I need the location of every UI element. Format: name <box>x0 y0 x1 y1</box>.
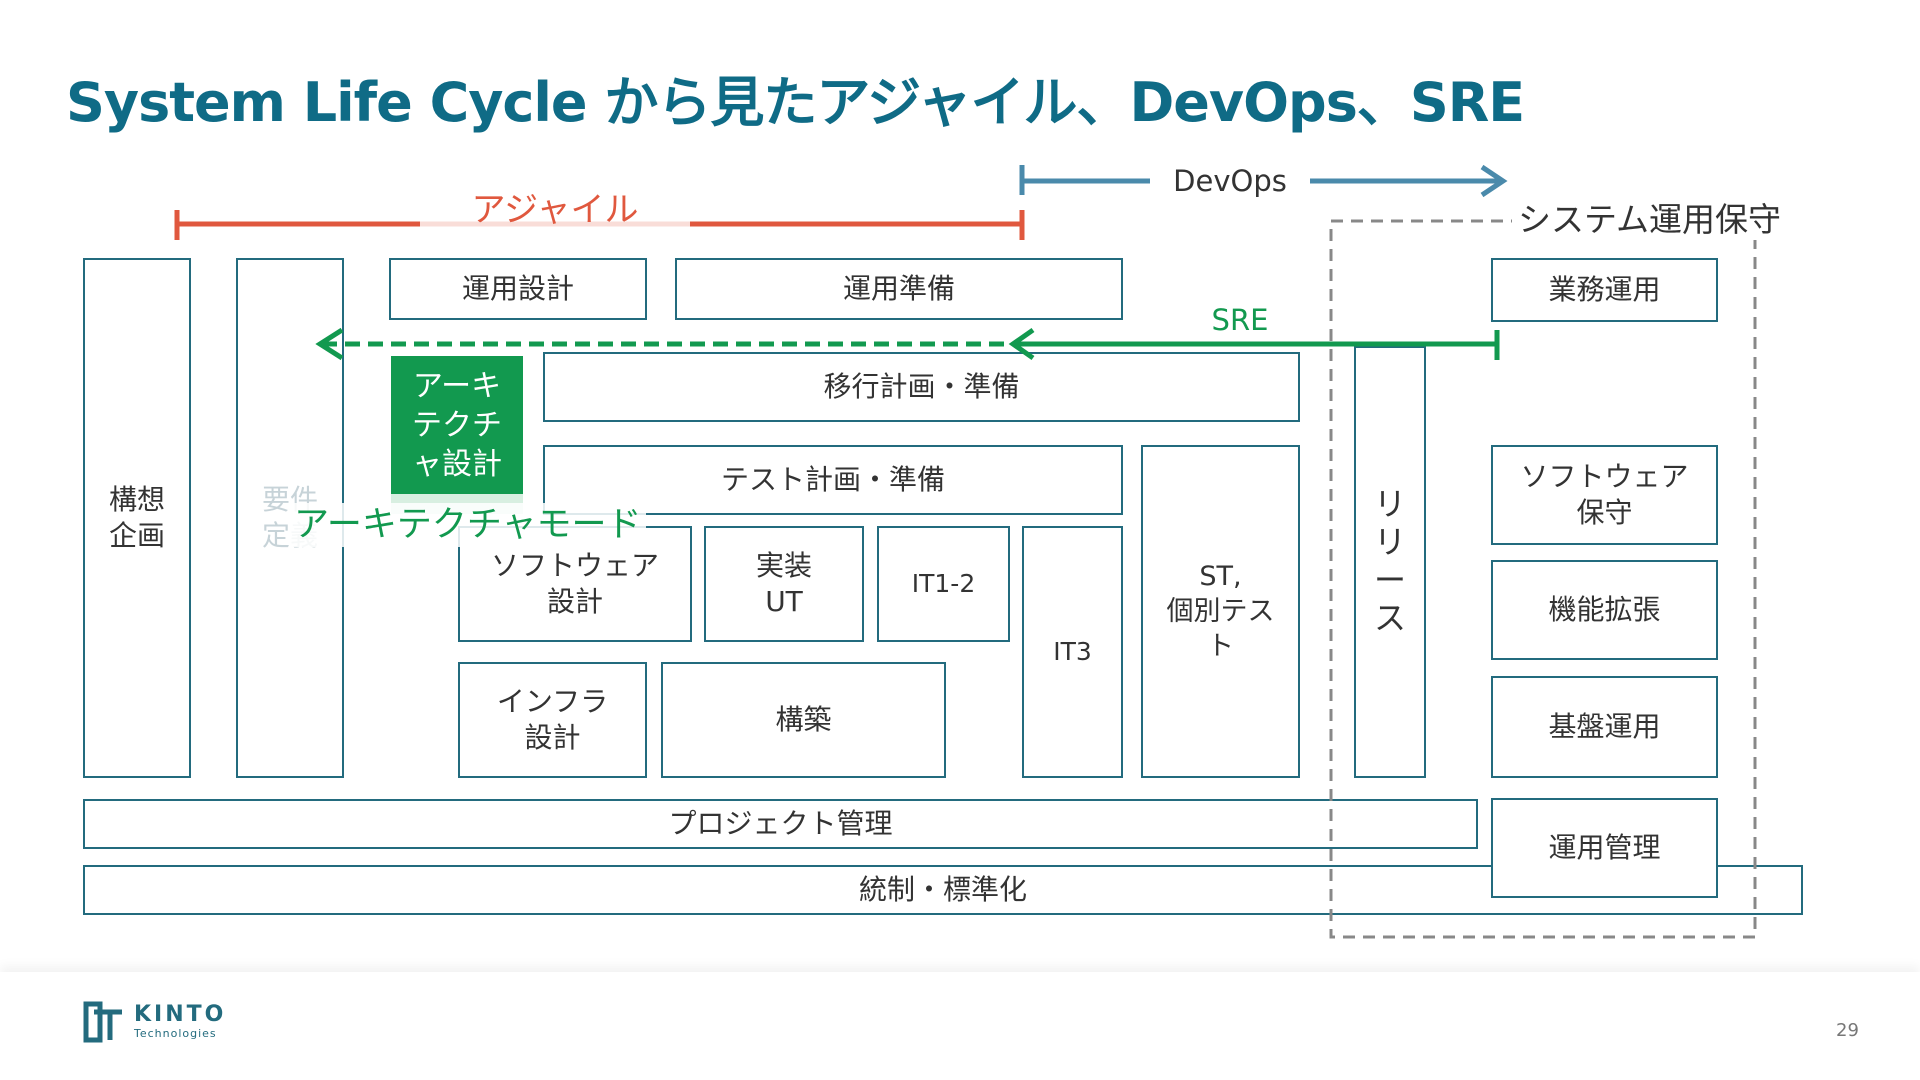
slide-title: System Life Cycle から見たアジャイル、DevOps、SRE <box>66 71 1525 134</box>
box-it3: IT3 <box>1022 526 1123 778</box>
release-label: リ リ ー ス <box>1373 485 1406 637</box>
box-business-ops: 業務運用 <box>1491 258 1718 322</box>
sre-label: SRE <box>1211 303 1269 337</box>
agile-label: アジャイル <box>420 190 690 230</box>
box-feature-extension: 機能拡張 <box>1491 560 1718 660</box>
footer-band <box>0 972 1920 1080</box>
architecture-mode-label: アーキテクチャモード <box>290 503 646 547</box>
page-number: 29 <box>1836 1020 1859 1041</box>
sre-arrowhead-solid <box>1008 327 1035 361</box>
box-project-management: プロジェクト管理 <box>83 799 1478 849</box>
box-build: 構築 <box>661 662 946 778</box>
box-ops-management: 運用管理 <box>1491 798 1718 898</box>
box-infra-ops: 基盤運用 <box>1491 676 1718 778</box>
kinto-logo: KINTO Technologies <box>82 1000 226 1044</box>
box-architecture-design: アーキ テクチ ャ設計 <box>391 356 523 494</box>
sre-arrowhead-dashed <box>315 327 344 361</box>
box-st: ST, 個別テス ト <box>1141 445 1300 778</box>
logo-sub-text: Technologies <box>134 1027 217 1040</box>
devops-label: DevOps <box>1150 163 1310 199</box>
box-release <box>1354 346 1426 778</box>
box-sw-maintenance: ソフトウェア 保守 <box>1491 445 1718 545</box>
maintenance-dashed-area <box>1329 219 1757 939</box>
maintenance-label: システム運用保守 <box>1512 200 1788 240</box>
box-concept: 構想 企画 <box>83 258 191 778</box>
box-implementation: 実装 UT <box>704 526 864 642</box>
kinto-logo-icon <box>83 1001 122 1043</box>
box-ops-design: 運用設計 <box>389 258 647 320</box>
box-infra-design: インフラ 設計 <box>458 662 647 778</box>
logo-main-text: KINTO <box>134 1002 227 1027</box>
box-migration: 移行計画・準備 <box>543 352 1300 422</box>
box-it12: IT1-2 <box>877 526 1010 642</box>
box-ops-prep: 運用準備 <box>675 258 1123 320</box>
devops-arrowhead <box>1480 164 1508 198</box>
